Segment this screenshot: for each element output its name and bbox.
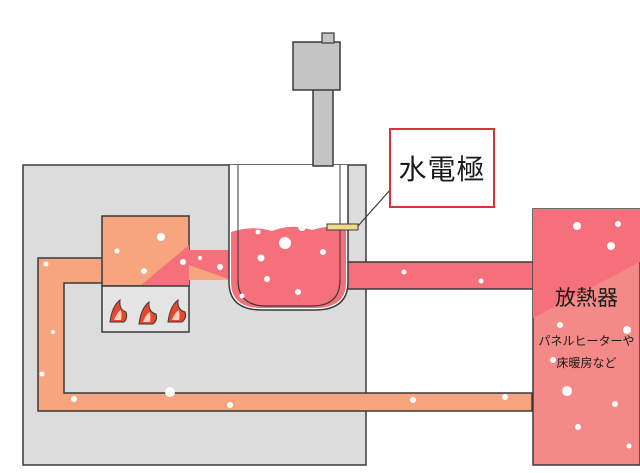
bubble [217, 264, 223, 270]
outlet-pipe [344, 261, 536, 290]
flame-icon [109, 298, 128, 323]
tank-inner-basin [237, 279, 341, 307]
bubble [157, 233, 165, 241]
bubble [239, 293, 245, 299]
bubble [575, 424, 581, 430]
bubble [180, 259, 186, 265]
hot-water-fill [231, 226, 346, 308]
vent-cap-top [321, 32, 335, 44]
bubble [264, 276, 270, 282]
water-electrode [326, 223, 359, 231]
bubble [562, 386, 572, 396]
bubble [410, 397, 416, 403]
bubble [401, 269, 407, 275]
bubble [612, 401, 618, 407]
bubble [141, 268, 147, 274]
bubble [573, 222, 581, 230]
callout-leader-line [357, 189, 391, 227]
bubbles [39, 221, 632, 449]
bubble [71, 396, 77, 402]
bubble [320, 249, 326, 255]
bubble [550, 357, 556, 363]
bubble [557, 322, 563, 328]
electrode-callout-label: 水電極 [398, 153, 486, 186]
bubble [607, 242, 615, 250]
bubble [257, 254, 265, 262]
combustion-chamber-hot-region [140, 245, 189, 286]
bubble [626, 443, 632, 449]
radiator-label: 放熱器 [555, 286, 618, 310]
radiator-sublabel-line1: パネルヒーターや [538, 334, 635, 348]
bubble [295, 289, 301, 295]
vent-cap [292, 41, 341, 91]
bubble [255, 229, 261, 235]
bubble [298, 223, 306, 231]
bubble [51, 330, 55, 334]
bubble [478, 278, 484, 284]
bubble [502, 394, 508, 400]
electrode-callout-box: 水電極 [389, 128, 495, 208]
vent-stem [312, 87, 334, 167]
flame-icon [138, 300, 158, 325]
bubble [39, 371, 45, 377]
bubble [165, 387, 175, 397]
bubble [623, 326, 631, 334]
flame-icon [167, 298, 187, 323]
bubble [615, 221, 621, 227]
bubble [114, 248, 120, 254]
radiator-sublabel-line2: 床暖房など [556, 356, 617, 370]
bubble [279, 237, 291, 249]
radiator-hot-region [533, 209, 640, 318]
bubble [198, 256, 202, 260]
bubble [227, 402, 233, 408]
bubble [43, 261, 49, 267]
